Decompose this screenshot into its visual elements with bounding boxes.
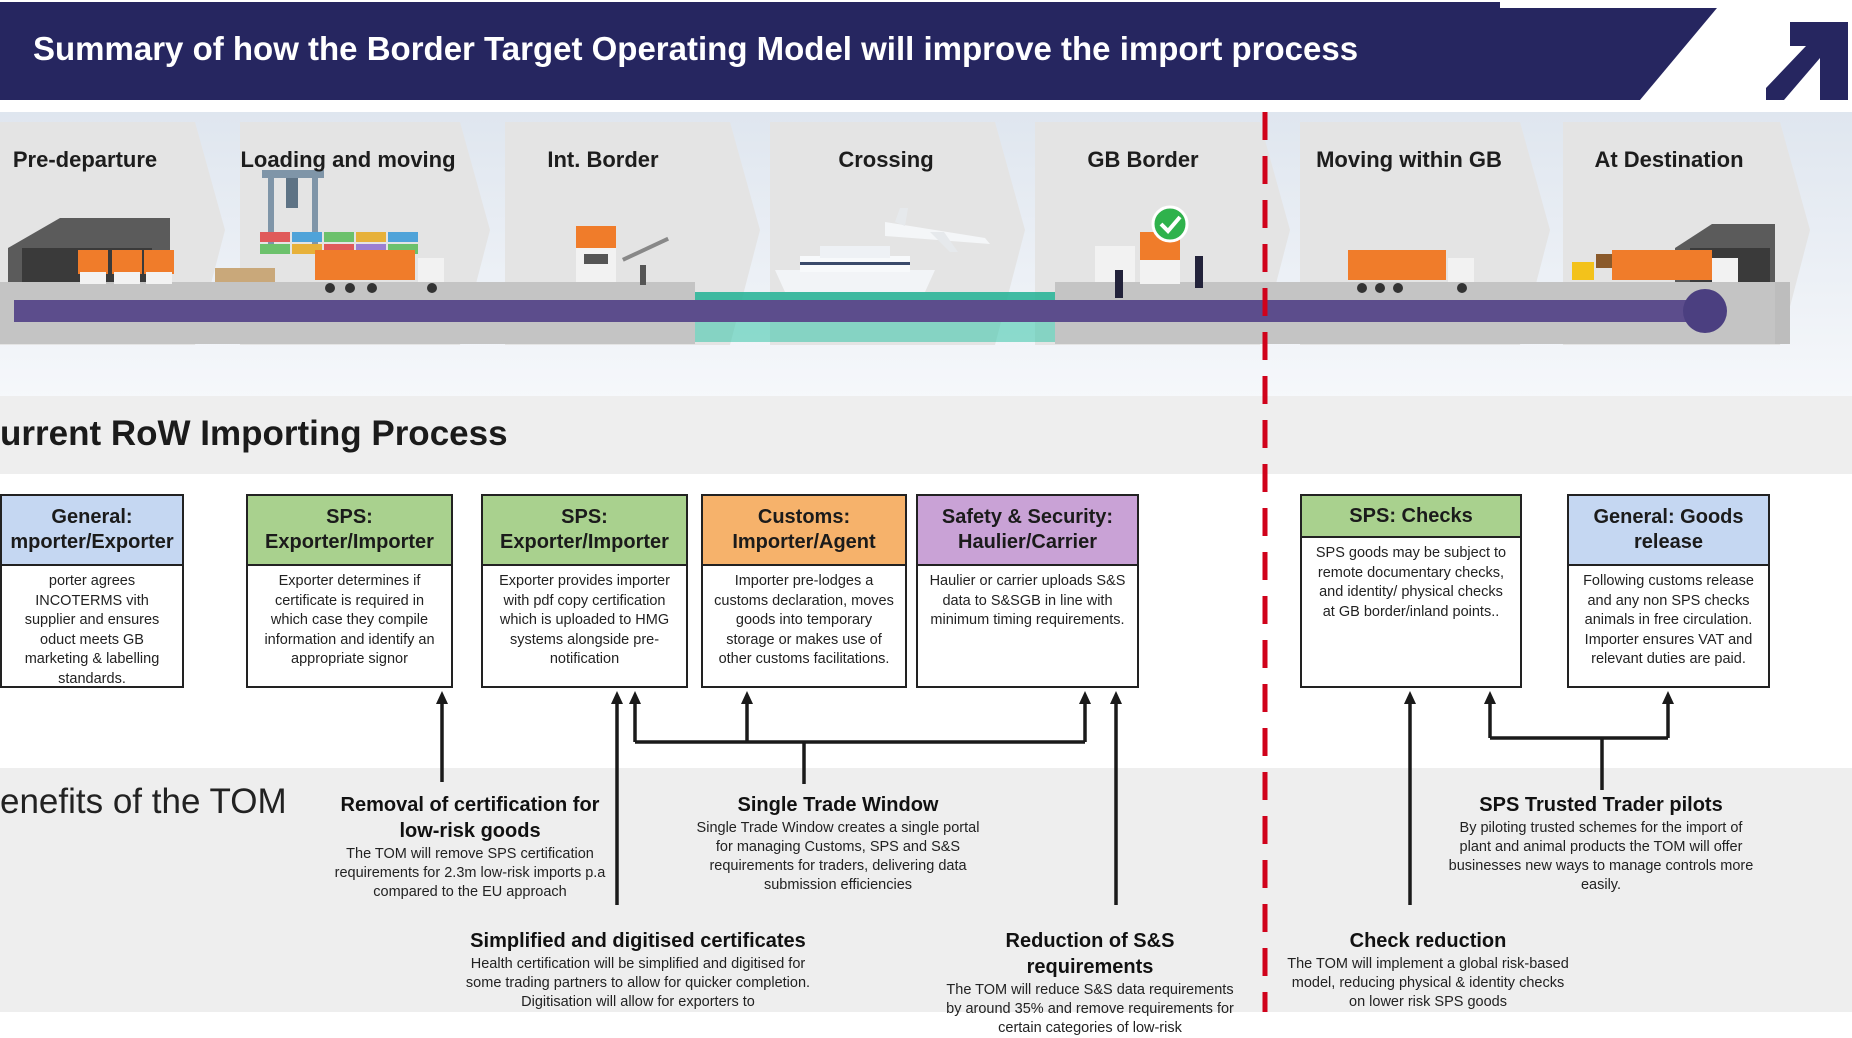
- journey-end-marker: [1683, 289, 1727, 333]
- benefit-title: Single Trade Window: [737, 794, 939, 816]
- box-title: SPS: Exporter/Importer: [248, 496, 451, 566]
- benefit-text: Health certification will be simplified …: [465, 956, 811, 1010]
- box-body: Following customs release and any non SP…: [1583, 573, 1754, 667]
- box-title: General: Goods release: [1569, 496, 1768, 566]
- header-banner: [0, 0, 1852, 112]
- box-body: SPS goods may be subject to remote docum…: [1315, 545, 1507, 620]
- benefit-text: By piloting trusted schemes for the impo…: [1448, 820, 1754, 893]
- process-box-customs: Customs: Importer/Agent Importer pre-lod…: [701, 494, 907, 688]
- process-box-sps-checks: SPS: Checks SPS goods may be subject to …: [1300, 494, 1522, 688]
- box-body: porter agrees INCOTERMS vith supplier an…: [24, 573, 160, 687]
- stage-moving-within-gb: Moving within GB: [1316, 147, 1502, 172]
- benefit-title: Simplified and digitised certificates: [470, 930, 806, 952]
- stage-gb-border: GB Border: [1087, 147, 1199, 172]
- destination-warehouse-icon: [1572, 224, 1775, 282]
- process-box-goods-release: General: Goods release Following customs…: [1567, 494, 1770, 688]
- process-box-general-exporter: General: mporter/Exporter porter agrees …: [0, 494, 184, 688]
- benefit-text: Single Trade Window creates a single por…: [696, 820, 980, 893]
- process-heading: urrent RoW Importing Process: [0, 414, 508, 453]
- divider-line: [1262, 112, 1268, 1012]
- box-body: Importer pre-lodges a customs declaratio…: [714, 573, 894, 667]
- border-truck-icon: [576, 226, 670, 285]
- process-box-sps-prenotification: SPS: Exporter/Importer Exporter provides…: [481, 494, 688, 688]
- process-band: [0, 396, 1852, 474]
- benefit-text: The TOM will reduce S&S data requirement…: [946, 982, 1234, 1036]
- benefit-reduction-of-ss: Reduction of S&S requirements The TOM wi…: [940, 928, 1240, 1038]
- arrowheads: [436, 691, 1674, 704]
- benefit-single-trade-window: Single Trade Window Single Trade Window …: [688, 792, 988, 895]
- stage-pre-departure: Pre-departure: [12, 147, 158, 172]
- stage-crossing: Crossing: [838, 147, 934, 172]
- stage-loading-and-moving: Loading and moving: [240, 147, 456, 172]
- benefit-title: SPS Trusted Trader pilots: [1479, 794, 1723, 816]
- box-title: Safety & Security: Haulier/Carrier: [918, 496, 1137, 566]
- box-body: Haulier or carrier uploads S&S data to S…: [929, 573, 1126, 628]
- stage-at-destination: At Destination: [1594, 147, 1744, 172]
- benefit-title: Reduction of S&S requirements: [1005, 930, 1175, 978]
- benefit-simplified-certificates: Simplified and digitised certificates He…: [460, 928, 816, 1012]
- process-box-sps-certificate: SPS: Exporter/Importer Exporter determin…: [246, 494, 453, 688]
- box-title: SPS: Exporter/Importer: [483, 496, 686, 566]
- stage-int-border: Int. Border: [547, 147, 659, 172]
- box-body: Exporter determines if certificate is re…: [264, 573, 435, 667]
- haulage-truck-icon: [1348, 250, 1474, 293]
- benefit-text: The TOM will implement a global risk-bas…: [1287, 956, 1569, 1010]
- box-body: Exporter provides importer with pdf copy…: [499, 573, 670, 667]
- ferry-icon: [775, 246, 935, 292]
- journey-track: [14, 300, 1704, 322]
- process-box-safety-security: Safety & Security: Haulier/Carrier Hauli…: [916, 494, 1139, 688]
- container-truck-icon: [315, 250, 444, 293]
- airplane-icon: [885, 208, 990, 252]
- benefit-check-reduction: Check reduction The TOM will implement a…: [1286, 928, 1570, 1012]
- box-title: SPS: Checks: [1302, 496, 1520, 538]
- benefits-heading: enefits of the TOM: [0, 782, 287, 821]
- box-title: General: mporter/Exporter: [2, 496, 182, 566]
- benefit-removal-of-certification: Removal of certification for low-risk go…: [330, 792, 610, 902]
- port-crane-icon: [262, 170, 324, 252]
- container-stack-icon: [215, 232, 418, 282]
- page-title: Summary of how the Border Target Operati…: [33, 30, 1359, 67]
- delivery-trucks-icon: [78, 250, 174, 284]
- journey-illustration: [0, 112, 1852, 402]
- benefits-band: [0, 768, 1852, 1012]
- benefit-title: Removal of certification for low-risk go…: [340, 794, 600, 842]
- benefit-text: The TOM will remove SPS certification re…: [334, 846, 606, 900]
- benefit-title: Check reduction: [1349, 930, 1507, 952]
- checkmark-icon: [1151, 205, 1189, 243]
- benefit-sps-trusted-trader: SPS Trusted Trader pilots By piloting tr…: [1446, 792, 1756, 895]
- box-title: Customs: Importer/Agent: [703, 496, 905, 566]
- arrow-up-right-icon: [1766, 22, 1848, 100]
